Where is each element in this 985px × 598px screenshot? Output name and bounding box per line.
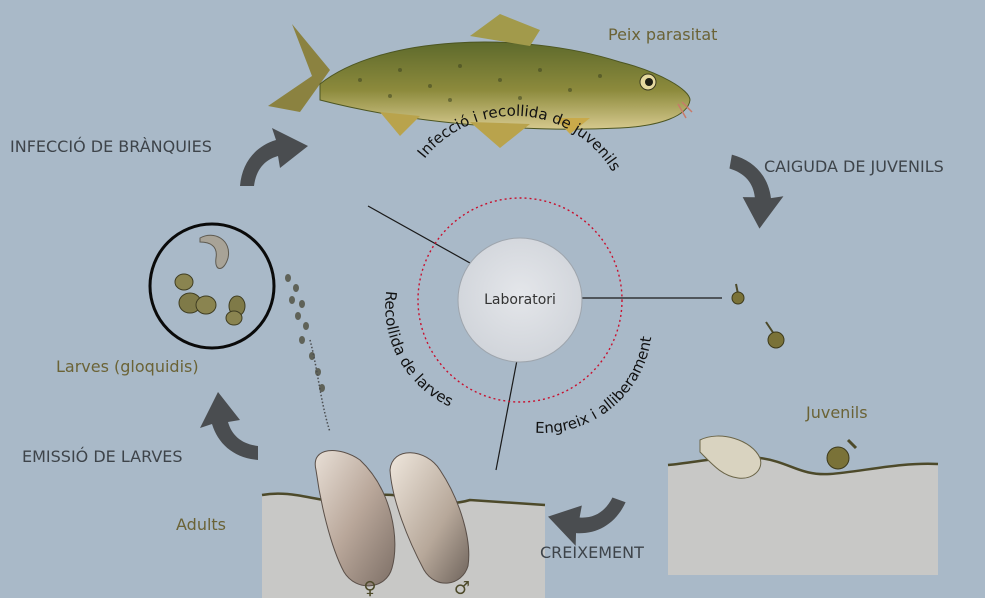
stage-label-adults: Adults — [176, 515, 226, 534]
center-label: Laboratori — [484, 292, 556, 308]
larva-icon — [175, 235, 245, 325]
larvae-trail — [285, 274, 325, 392]
cycle-arrow-icon-emission — [200, 392, 258, 460]
stage-label-juveniles: Juvenils — [805, 403, 868, 422]
male-symbol: ♂ — [454, 578, 470, 598]
process-label-growth: CREIXEMENT — [540, 543, 644, 562]
cycle-arrow-icon-gill — [240, 128, 308, 186]
process-label-larvae-emission: EMISSIÓ DE LARVES — [22, 447, 183, 466]
process-label-gill-infection: INFECCIÓ DE BRÀNQUIES — [10, 137, 212, 156]
female-symbol: ♀ — [363, 578, 376, 598]
stage-label-fish: Peix parasitat — [608, 25, 717, 44]
juvenile-mussel-icon — [732, 284, 784, 348]
process-label-juvenile-drop: CAIGUDA DE JUVENILS — [764, 157, 944, 176]
sediment-right — [668, 457, 938, 575]
stage-label-larvae: Larves (gloquidis) — [56, 357, 199, 376]
